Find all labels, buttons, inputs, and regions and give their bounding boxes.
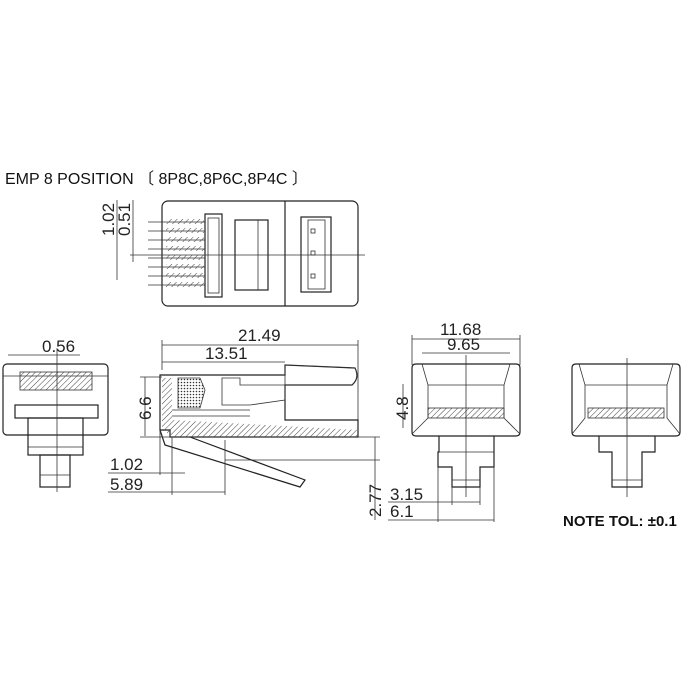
side-view: 21.49 13.51 6.6 2.77 1.02 5.89: [108, 326, 385, 520]
rear-view: 11.68 9.65 4.8 3.15 6.1: [388, 320, 521, 522]
dim-latch-base: 5.89: [110, 475, 143, 494]
front-view: 0.56: [2, 337, 109, 492]
dim-overall-length: 21.49: [238, 326, 281, 345]
dim-contact-height: 4.8: [393, 396, 412, 420]
top-view: 1.02 0.51: [99, 200, 365, 307]
tolerance-note: NOTE TOL: ±0.1: [563, 513, 677, 530]
dim-latch-length: 13.51: [205, 344, 248, 363]
contact-lines: [148, 219, 205, 287]
dim-latch-height: 2.77: [366, 484, 385, 517]
dim-front-contact-width: 0.56: [42, 337, 75, 356]
alt-rear-view: [571, 358, 681, 497]
dim-tab-outer: 6.1: [390, 502, 414, 521]
drawing-title: EMP 8 POSITION 〔 8P8C,8P6C,8P4C 〕: [5, 170, 308, 188]
dim-latch-offset: 1.02: [110, 455, 143, 474]
dim-inner-width: 9.65: [447, 335, 480, 354]
dim-tab-inner: 3.15: [390, 485, 423, 504]
dim-overall-width: 11.68: [440, 320, 481, 339]
dim-top-pitch: 1.02: [99, 203, 118, 236]
dim-height: 6.6: [136, 396, 155, 420]
dim-top-contact: 0.51: [115, 203, 134, 236]
